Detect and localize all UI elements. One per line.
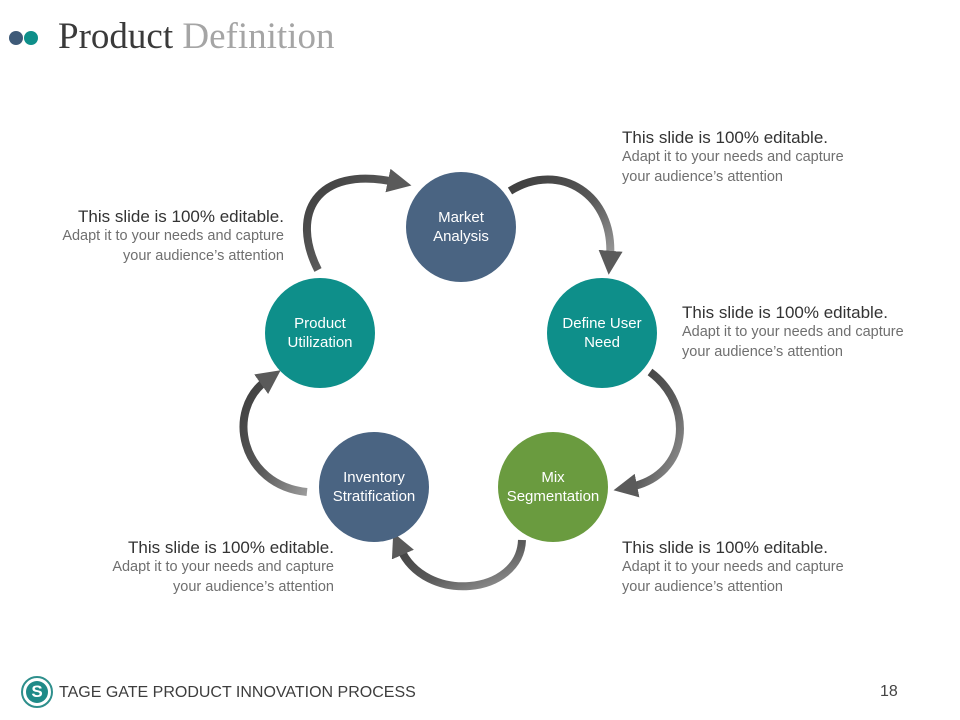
- note-bottom-left: This slide is 100% editable. Adapt it to…: [84, 538, 334, 597]
- node-inventory-stratification: Inventory Stratification: [319, 432, 429, 542]
- note-heading: This slide is 100% editable.: [622, 538, 829, 557]
- page-title: Product Definition: [58, 14, 334, 60]
- logo-letter: S: [26, 681, 48, 703]
- note-left: This slide is 100% editable. Adapt it to…: [36, 207, 284, 266]
- note-heading: This slide is 100% editable.: [77, 207, 284, 226]
- note-body: Adapt it to your needs and capture your …: [62, 228, 284, 264]
- note-heading: This slide is 100% editable.: [682, 303, 889, 322]
- curved-arrow-icon: [613, 368, 684, 498]
- node-product-utilization: Product Utilization: [265, 278, 375, 388]
- page-number: 18: [880, 683, 898, 700]
- footer-title: TAGE GATE PRODUCT INNOVATION PROCESS: [59, 684, 416, 701]
- note-heading: This slide is 100% editable.: [127, 538, 334, 557]
- note-right: This slide is 100% editable. Adapt it to…: [682, 303, 917, 362]
- bullet-dot-slate: [9, 31, 23, 45]
- node-mix-segmentation: Mix Segmentation: [498, 432, 608, 542]
- node-define-user-need: Define User Need: [547, 278, 657, 388]
- bullet-dot-teal: [24, 31, 38, 45]
- curved-arrow-icon: [507, 175, 623, 275]
- node-market-analysis: Market Analysis: [406, 172, 516, 282]
- note-heading: This slide is 100% editable.: [622, 128, 829, 147]
- title-bullet-icon: [9, 31, 39, 45]
- title-secondary: Definition: [182, 16, 335, 57]
- note-body: Adapt it to your needs and capture your …: [682, 324, 904, 360]
- curved-arrow-icon: [239, 370, 308, 496]
- curved-arrow-icon: [302, 168, 412, 272]
- note-body: Adapt it to your needs and capture your …: [622, 149, 844, 185]
- title-primary: Product: [58, 16, 174, 57]
- note-body: Adapt it to your needs and capture your …: [622, 559, 844, 595]
- note-body: Adapt it to your needs and capture your …: [112, 559, 334, 595]
- s-circle-logo-icon: S: [21, 676, 53, 708]
- curved-arrow-icon: [391, 532, 526, 591]
- note-top-right: This slide is 100% editable. Adapt it to…: [622, 128, 857, 187]
- note-bottom-right: This slide is 100% editable. Adapt it to…: [622, 538, 857, 597]
